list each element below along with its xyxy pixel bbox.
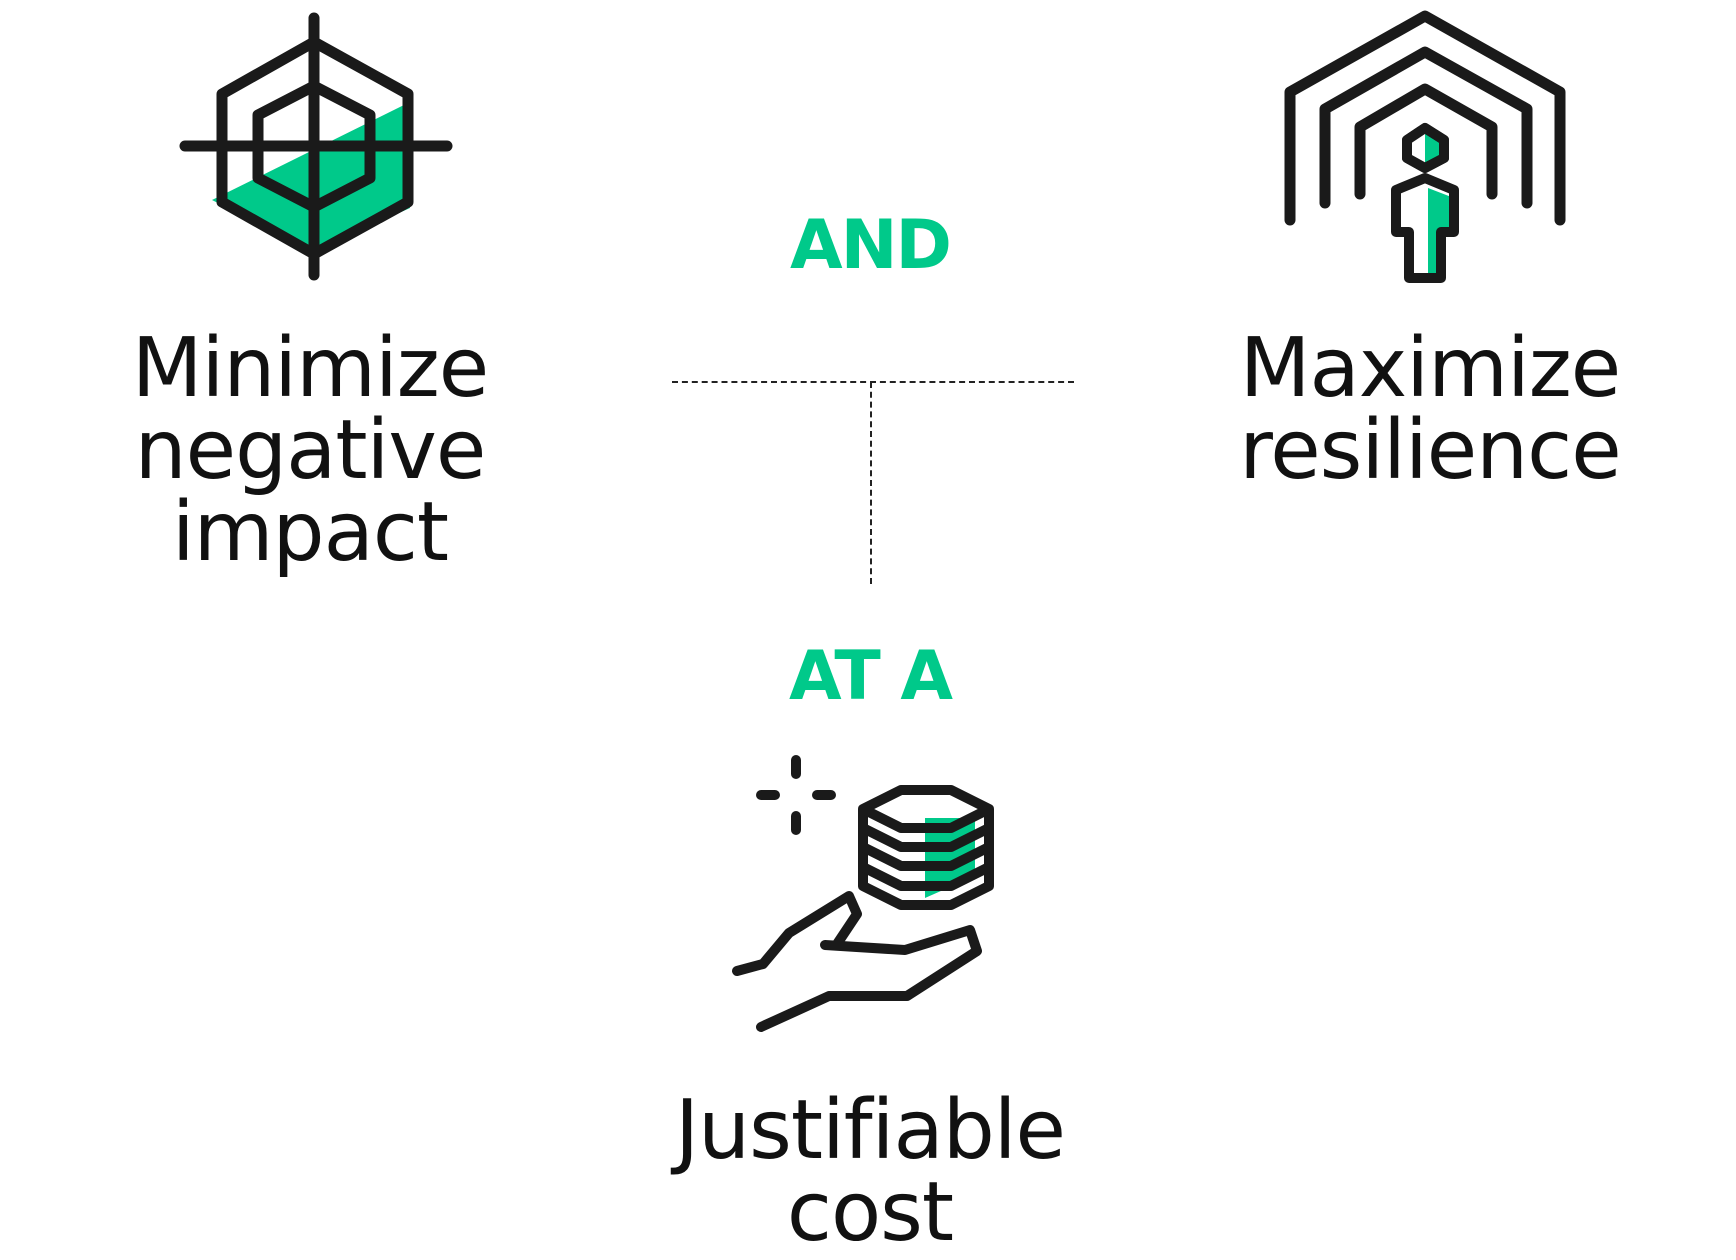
hand-coins-icon	[732, 755, 994, 1032]
horizontal-dashed-line	[672, 381, 1074, 383]
maximize-resilience-label: Maximize resilience	[1130, 328, 1730, 492]
left-label-line1: Minimize	[131, 321, 489, 416]
right-label-line2: resilience	[1239, 403, 1621, 498]
bottom-label-line2: cost	[786, 1165, 954, 1260]
minimize-negative-impact-label: Minimize negative impact	[0, 328, 620, 574]
target-hexagon-icon	[179, 12, 453, 281]
left-label-line2: negative impact	[134, 403, 487, 580]
bottom-label-line1: Justifiable	[675, 1083, 1066, 1178]
and-connector: AND	[790, 206, 952, 285]
justifiable-cost-label: Justifiable cost	[570, 1090, 1170, 1254]
at-a-connector: AT A	[788, 637, 953, 716]
vertical-dashed-line	[870, 382, 872, 584]
shelter-person-icon	[1284, 10, 1566, 283]
right-label-line1: Maximize	[1239, 321, 1621, 416]
